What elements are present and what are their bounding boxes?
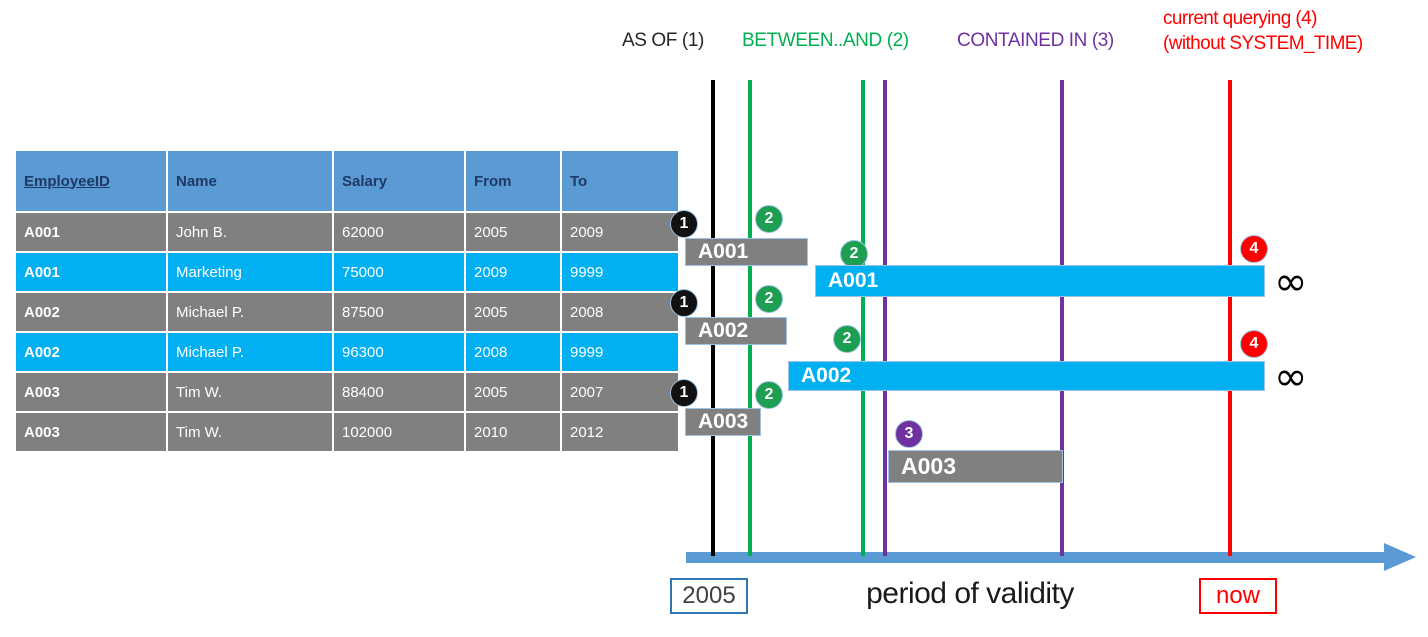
legend-label-between-and: BETWEEN..AND (2) bbox=[742, 30, 909, 51]
axis-tick-between-end bbox=[861, 534, 865, 556]
cell-employeeid: A001 bbox=[16, 213, 166, 251]
cell-to: 2009 bbox=[562, 213, 678, 251]
cell-employeeid: A002 bbox=[16, 333, 166, 371]
interval-bar-a003-first: A003 bbox=[685, 408, 761, 436]
query-line-contained-end bbox=[1060, 80, 1064, 555]
legend-label-as-of: AS OF (1) bbox=[622, 30, 704, 51]
cell-salary: 102000 bbox=[334, 413, 464, 451]
badge-contained-row6: 3 bbox=[895, 420, 923, 448]
axis-tick-now bbox=[1228, 534, 1232, 556]
cell-from: 2010 bbox=[466, 413, 560, 451]
axis-tick-contained-start bbox=[883, 534, 887, 556]
query-line-between-end bbox=[861, 80, 865, 555]
cell-from: 2008 bbox=[466, 333, 560, 371]
employee-history-table: EmployeeID Name Salary From To A001 John… bbox=[14, 149, 680, 453]
interval-bar-a001-historical: A001 bbox=[685, 238, 808, 266]
axis-start-label: 2005 bbox=[670, 578, 748, 614]
column-header-employeeid: EmployeeID bbox=[16, 151, 166, 211]
legend-label-contained-in: CONTAINED IN (3) bbox=[957, 30, 1114, 51]
cell-to: 2012 bbox=[562, 413, 678, 451]
cell-name: Tim W. bbox=[168, 373, 332, 411]
table-row: A001 Marketing 75000 2009 9999 bbox=[16, 253, 678, 291]
table-row: A003 Tim W. 88400 2005 2007 bbox=[16, 373, 678, 411]
axis-caption: period of validity bbox=[866, 577, 1074, 610]
query-line-now bbox=[1228, 80, 1232, 555]
axis-tick-as-of bbox=[711, 534, 715, 556]
cell-name: Michael P. bbox=[168, 293, 332, 331]
query-line-contained-start bbox=[883, 80, 887, 555]
cell-salary: 75000 bbox=[334, 253, 464, 291]
badge-current-row4: 4 bbox=[1240, 330, 1268, 358]
cell-employeeid: A001 bbox=[16, 253, 166, 291]
cell-to: 2008 bbox=[562, 293, 678, 331]
column-header-to: To bbox=[562, 151, 678, 211]
interval-bar-a001-current: A001 bbox=[815, 265, 1265, 297]
cell-name: Tim W. bbox=[168, 413, 332, 451]
badge-current-row2: 4 bbox=[1240, 235, 1268, 263]
axis-tick-contained-end bbox=[1060, 534, 1064, 556]
cell-name: John B. bbox=[168, 213, 332, 251]
badge-between-row1: 2 bbox=[755, 205, 783, 233]
interval-bar-a002-historical: A002 bbox=[685, 317, 787, 345]
badge-between-row2: 2 bbox=[840, 240, 868, 268]
cell-to: 9999 bbox=[562, 253, 678, 291]
cell-salary: 87500 bbox=[334, 293, 464, 331]
badge-between-row4: 2 bbox=[833, 325, 861, 353]
table-row: A001 John B. 62000 2005 2009 bbox=[16, 213, 678, 251]
cell-from: 2005 bbox=[466, 293, 560, 331]
legend-current-line-2: (without SYSTEM_TIME) bbox=[1163, 33, 1363, 54]
cell-from: 2005 bbox=[466, 213, 560, 251]
badge-as-of-row3: 1 bbox=[670, 289, 698, 317]
infinity-icon-a001: ∞ bbox=[1274, 259, 1308, 305]
interval-bar-a003-second: A003 bbox=[888, 450, 1063, 483]
cell-from: 2005 bbox=[466, 373, 560, 411]
column-header-from: From bbox=[466, 151, 560, 211]
legend-label-current-querying: current querying (4) (without SYSTEM_TIM… bbox=[1163, 6, 1363, 56]
cell-name: Michael P. bbox=[168, 333, 332, 371]
column-header-salary: Salary bbox=[334, 151, 464, 211]
badge-as-of-row5: 1 bbox=[670, 379, 698, 407]
interval-bar-a002-current: A002 bbox=[788, 361, 1265, 391]
table-row: A002 Michael P. 87500 2005 2008 bbox=[16, 293, 678, 331]
timeline-axis bbox=[686, 552, 1386, 563]
cell-employeeid: A002 bbox=[16, 293, 166, 331]
cell-from: 2009 bbox=[466, 253, 560, 291]
cell-employeeid: A003 bbox=[16, 413, 166, 451]
table-header-row: EmployeeID Name Salary From To bbox=[16, 151, 678, 211]
infinity-icon-a002: ∞ bbox=[1274, 354, 1308, 400]
cell-to: 9999 bbox=[562, 333, 678, 371]
table-row: A002 Michael P. 96300 2008 9999 bbox=[16, 333, 678, 371]
cell-salary: 62000 bbox=[334, 213, 464, 251]
badge-as-of-row1: 1 bbox=[670, 210, 698, 238]
badge-between-row3: 2 bbox=[755, 285, 783, 313]
table-row: A003 Tim W. 102000 2010 2012 bbox=[16, 413, 678, 451]
legend-current-line-1: current querying (4) bbox=[1163, 8, 1317, 29]
cell-name: Marketing bbox=[168, 253, 332, 291]
axis-end-label: now bbox=[1199, 578, 1277, 614]
axis-tick-between-start bbox=[748, 534, 752, 556]
cell-to: 2007 bbox=[562, 373, 678, 411]
cell-salary: 96300 bbox=[334, 333, 464, 371]
cell-salary: 88400 bbox=[334, 373, 464, 411]
column-header-name: Name bbox=[168, 151, 332, 211]
cell-employeeid: A003 bbox=[16, 373, 166, 411]
timeline-axis-arrow-icon bbox=[1384, 543, 1416, 571]
badge-between-row5: 2 bbox=[755, 381, 783, 409]
